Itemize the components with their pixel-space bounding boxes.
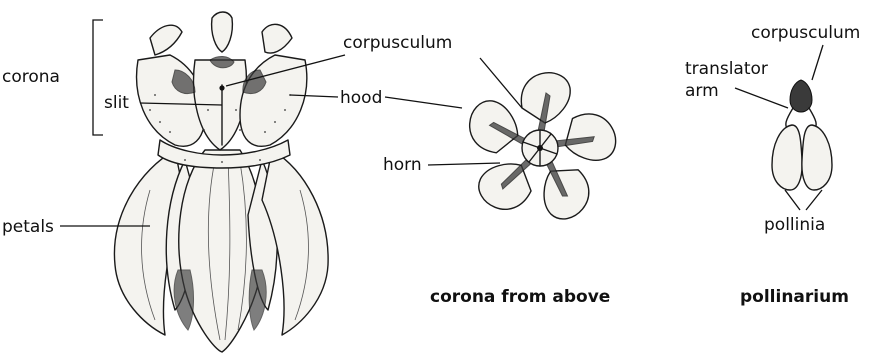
pollinium-left xyxy=(772,125,802,190)
leader-hood-above xyxy=(385,97,462,108)
leader-horn xyxy=(428,163,500,165)
label-corpusculum-flower: corpusculum xyxy=(343,33,452,53)
leader-pollinia-left xyxy=(785,190,800,210)
label-pollinia: pollinia xyxy=(764,215,825,235)
corona-from-above xyxy=(463,73,621,227)
leader-translator-arm xyxy=(735,88,788,108)
corona-bracket xyxy=(93,20,103,135)
label-corpusculum-pollinarium: corpusculum xyxy=(751,23,860,43)
label-horn: horn xyxy=(383,155,422,175)
flower-side-view xyxy=(114,12,328,352)
caption-pollinarium: pollinarium xyxy=(740,287,849,307)
label-translator-line1: translator xyxy=(685,59,768,79)
leader-pollinia-right xyxy=(806,190,822,210)
label-petals: petals xyxy=(2,217,54,237)
label-corona: corona xyxy=(2,67,60,87)
label-slit: slit xyxy=(104,93,129,113)
hood-right xyxy=(240,55,307,146)
label-translator-line2: arm xyxy=(685,81,719,101)
leader-corpusculum-pollinarium xyxy=(812,45,823,80)
corpusculum-dot xyxy=(219,85,224,90)
label-hood: hood xyxy=(340,88,382,108)
pollinarium-drawing xyxy=(772,80,832,190)
pollinium-right xyxy=(802,125,832,190)
corpusculum-body xyxy=(790,80,812,112)
caption-corona-from-above: corona from above xyxy=(430,287,610,307)
